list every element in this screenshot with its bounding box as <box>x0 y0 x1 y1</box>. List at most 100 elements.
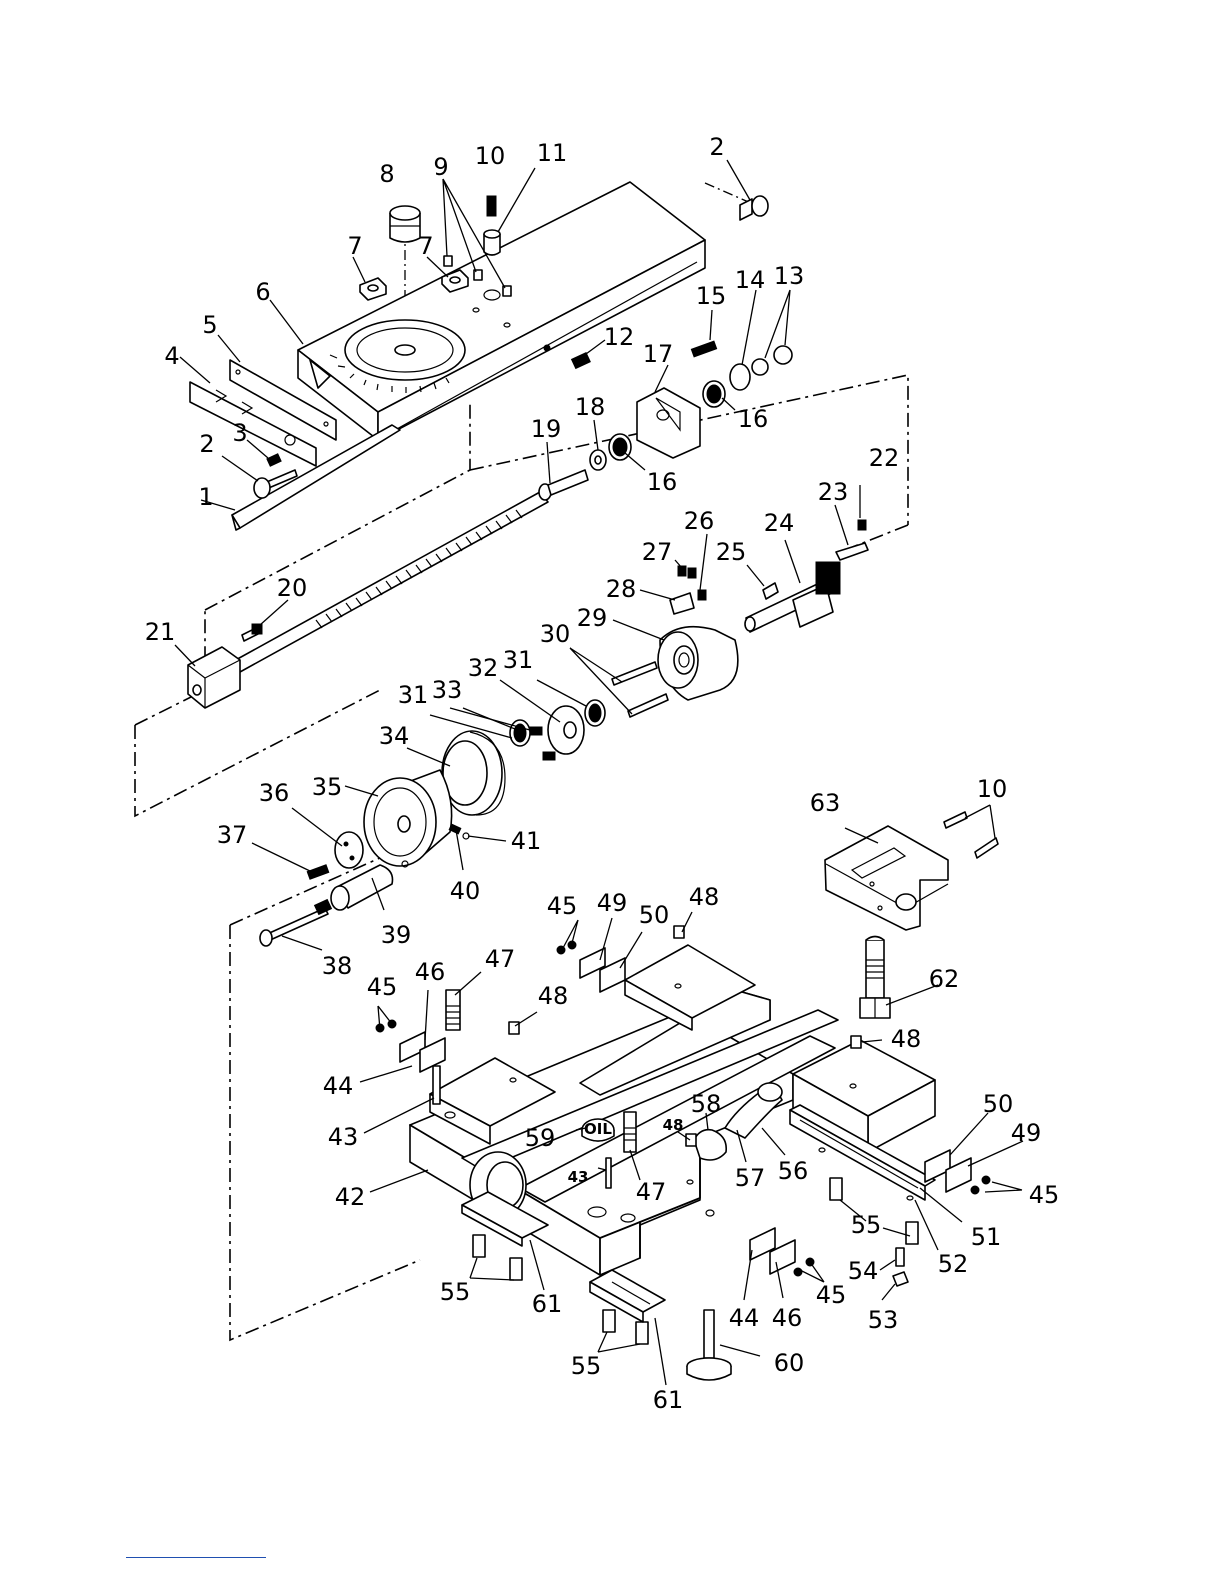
callout-20: 20 <box>277 574 308 602</box>
callout-26: 26 <box>684 507 715 535</box>
callout-31: 31 <box>503 646 534 674</box>
callout-16: 16 <box>647 468 678 496</box>
handle-part-39 <box>331 865 393 910</box>
callout-45: 45 <box>367 973 398 1001</box>
callout-2: 2 <box>709 133 724 161</box>
callout-6: 6 <box>255 278 270 306</box>
callout-39: 39 <box>381 921 412 949</box>
callout-30: 30 <box>540 620 571 648</box>
callout-7: 7 <box>418 232 433 260</box>
shaft-part-24 <box>745 562 840 632</box>
callout-52: 52 <box>938 1250 969 1278</box>
screw-part-54 <box>896 1248 904 1266</box>
callout-5: 5 <box>202 311 217 339</box>
callout-3: 3 <box>232 419 247 447</box>
callout-24: 24 <box>764 509 795 537</box>
callout-13: 13 <box>774 262 805 290</box>
callout-55: 55 <box>571 1352 602 1380</box>
callout-22: 22 <box>869 444 900 472</box>
callout-41: 41 <box>511 827 542 855</box>
callout-28: 28 <box>606 575 637 603</box>
screw-part-3 <box>267 454 281 466</box>
callout-44: 44 <box>729 1304 760 1332</box>
callout-53: 53 <box>868 1306 899 1334</box>
callout-46: 46 <box>415 958 446 986</box>
wiper-part-44-46-left <box>376 1020 445 1072</box>
callout-48: 48 <box>689 883 720 911</box>
callout-12: 12 <box>604 323 635 351</box>
callout-50: 50 <box>983 1090 1014 1118</box>
callout-9: 9 <box>433 153 448 181</box>
washer-part-18 <box>590 450 606 470</box>
wiper-part-49-50-right <box>925 1150 990 1194</box>
callout-43: 43 <box>328 1123 359 1151</box>
bearing-bracket-part-17 <box>637 388 700 458</box>
callout-54: 54 <box>848 1257 879 1285</box>
bracket-part-23-22 <box>836 520 868 560</box>
callout-17: 17 <box>643 340 674 368</box>
callout-63: 63 <box>810 789 841 817</box>
flange-part-32 <box>530 706 584 760</box>
callout-27: 27 <box>642 538 673 566</box>
callout-36: 36 <box>259 779 290 807</box>
screw-part-37 <box>307 865 329 879</box>
callout-43-small: 43 <box>568 1168 589 1186</box>
callout-14: 14 <box>735 266 766 294</box>
footer-rule <box>126 1557 266 1558</box>
cap-part-36 <box>335 832 363 868</box>
callout-10: 10 <box>475 142 506 170</box>
callout-38: 38 <box>322 952 353 980</box>
callout-23: 23 <box>818 478 849 506</box>
oil-cap-part-59: OIL <box>582 1119 614 1141</box>
callout-19: 19 <box>531 415 562 443</box>
callout-16: 16 <box>738 405 769 433</box>
callout-44: 44 <box>323 1072 354 1100</box>
callout-62: 62 <box>929 965 960 993</box>
callout-55: 55 <box>440 1278 471 1306</box>
handwheel-part-35 <box>364 770 452 867</box>
key-part-25 <box>763 583 778 599</box>
callout-1: 1 <box>198 483 213 511</box>
callout-50: 50 <box>639 901 670 929</box>
callout-31: 31 <box>398 681 429 709</box>
callout-61: 61 <box>653 1386 684 1414</box>
bolt-part-62 <box>860 937 890 1019</box>
wiper-part-44-46-bottom <box>750 1228 814 1276</box>
callout-11: 11 <box>537 139 568 167</box>
callout-32: 32 <box>468 654 499 682</box>
gib-strip-part-1 <box>232 425 400 530</box>
bolt-part-38 <box>260 900 331 946</box>
callout-48: 48 <box>538 982 569 1010</box>
screw-part-20 <box>242 624 262 641</box>
stud-part-60 <box>687 1310 731 1380</box>
oiler-part-58 <box>694 1130 726 1160</box>
callout-7: 7 <box>347 232 362 260</box>
oil-cap-label: OIL <box>584 1120 612 1138</box>
knob-part-8 <box>390 206 420 242</box>
bearing-part-16-upper <box>703 381 725 407</box>
callout-61: 61 <box>532 1290 563 1318</box>
callout-55: 55 <box>851 1211 882 1239</box>
callout-21: 21 <box>145 618 176 646</box>
callout-45: 45 <box>1029 1181 1060 1209</box>
callout-42: 42 <box>335 1183 366 1211</box>
callout-34: 34 <box>379 722 410 750</box>
callout-8: 8 <box>379 160 394 188</box>
callout-46: 46 <box>772 1304 803 1332</box>
callout-25: 25 <box>716 538 747 566</box>
callout-56: 56 <box>778 1157 809 1185</box>
callout-29: 29 <box>577 604 608 632</box>
callout-37: 37 <box>217 821 248 849</box>
callout-45: 45 <box>547 892 578 920</box>
callout-18: 18 <box>575 393 606 421</box>
set-screw-part-12 <box>572 353 591 369</box>
callout-47: 47 <box>485 945 516 973</box>
nuts-part-13-14-15 <box>691 341 792 390</box>
clamp-plate-part-61-right <box>590 1270 665 1322</box>
callout-33: 33 <box>432 676 463 704</box>
pin-part-40-41 <box>449 824 469 839</box>
callout-2: 2 <box>199 430 214 458</box>
bracket-part-63 <box>825 812 998 930</box>
callout-4: 4 <box>164 342 179 370</box>
nut-block-part-21 <box>188 647 240 708</box>
